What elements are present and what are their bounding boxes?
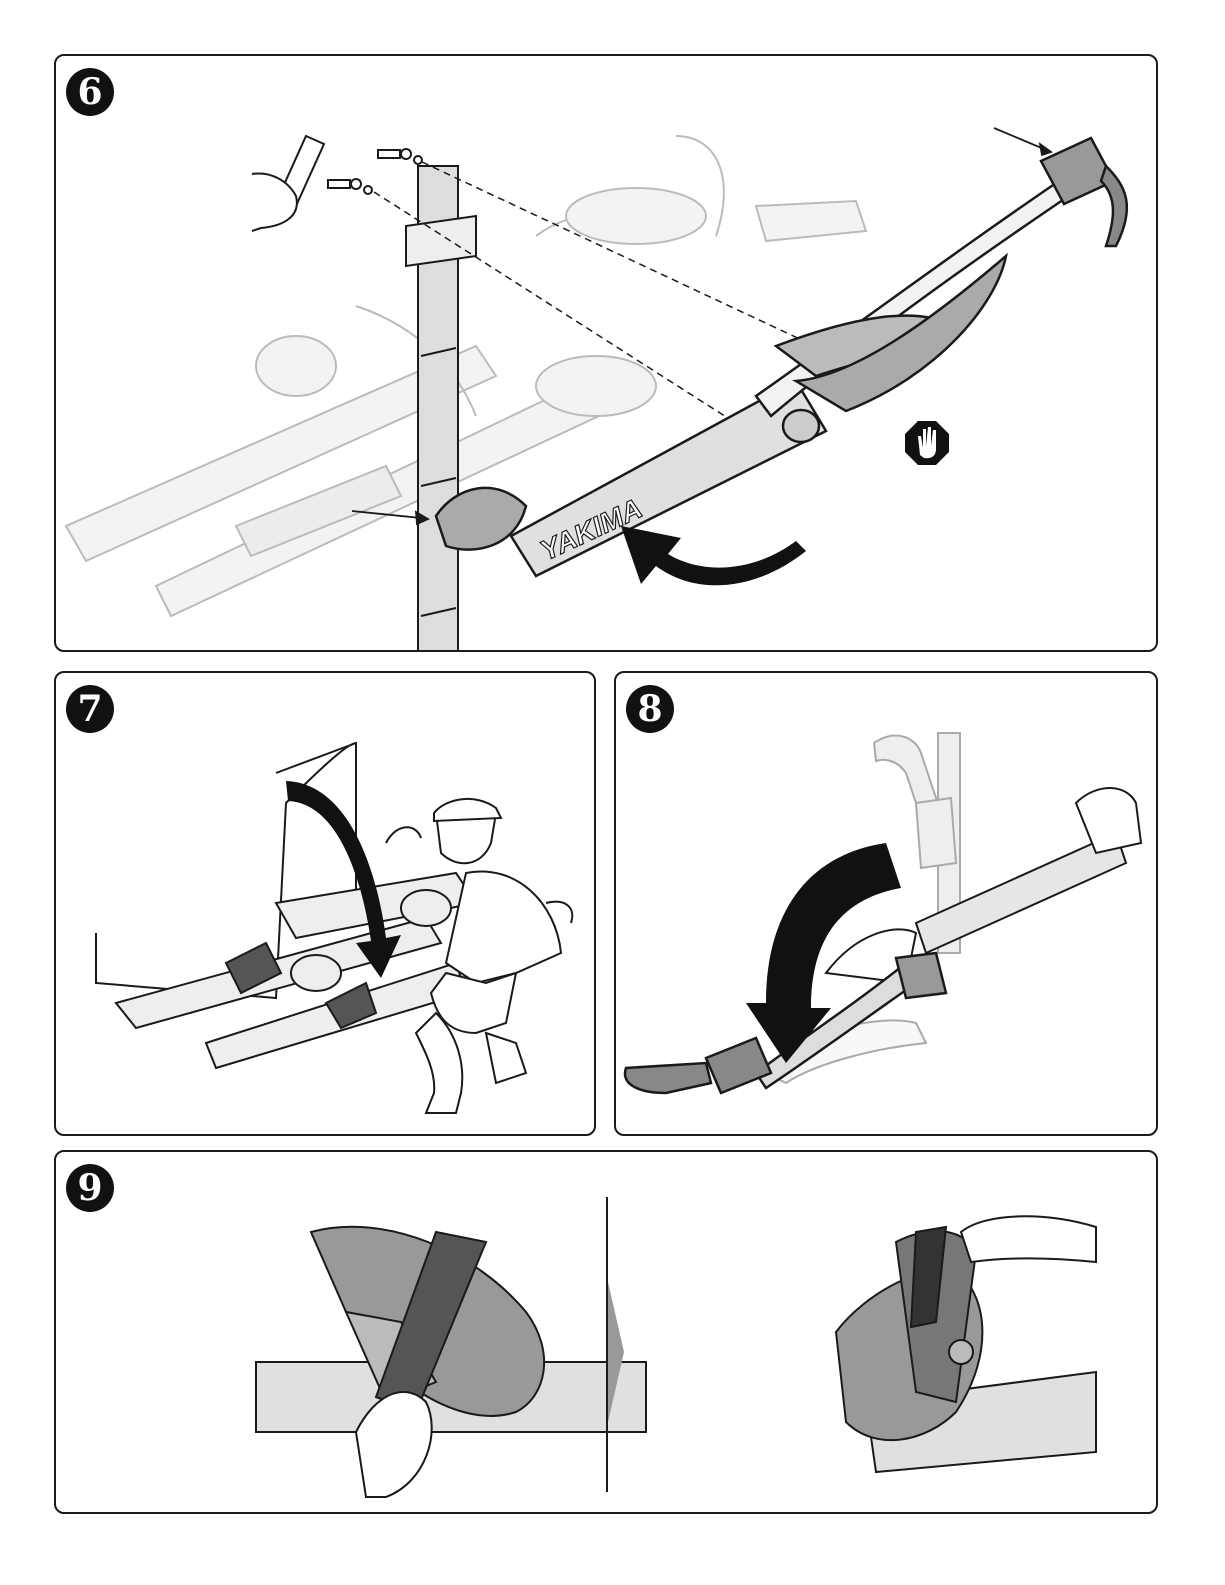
cradle-before <box>256 1227 646 1497</box>
step-8-badge: 8 <box>626 685 674 733</box>
step-7-badge: 7 <box>66 685 114 733</box>
bolts <box>328 149 422 194</box>
person-lifting <box>416 799 561 1113</box>
step-7-panel: 7 <box>54 671 596 1136</box>
step-6-panel: 6 <box>54 54 1158 652</box>
step-9-illustration <box>56 1152 1158 1514</box>
step-7-illustration <box>56 673 596 1136</box>
step-8-panel: 8 <box>614 671 1158 1136</box>
stop-hand-icon <box>905 421 949 465</box>
curved-arrow-icon <box>621 526 806 585</box>
cradle-after <box>836 1216 1096 1472</box>
step-9-badge: 9 <box>66 1164 114 1212</box>
step-8-illustration <box>616 673 1158 1136</box>
step-6-badge: 6 <box>66 68 114 116</box>
hand-with-wrench <box>252 136 324 231</box>
bike-arm <box>436 138 1127 576</box>
step-6-illustration: YAKIMA <box>56 56 1158 652</box>
step-9-panel: 9 <box>54 1150 1158 1514</box>
